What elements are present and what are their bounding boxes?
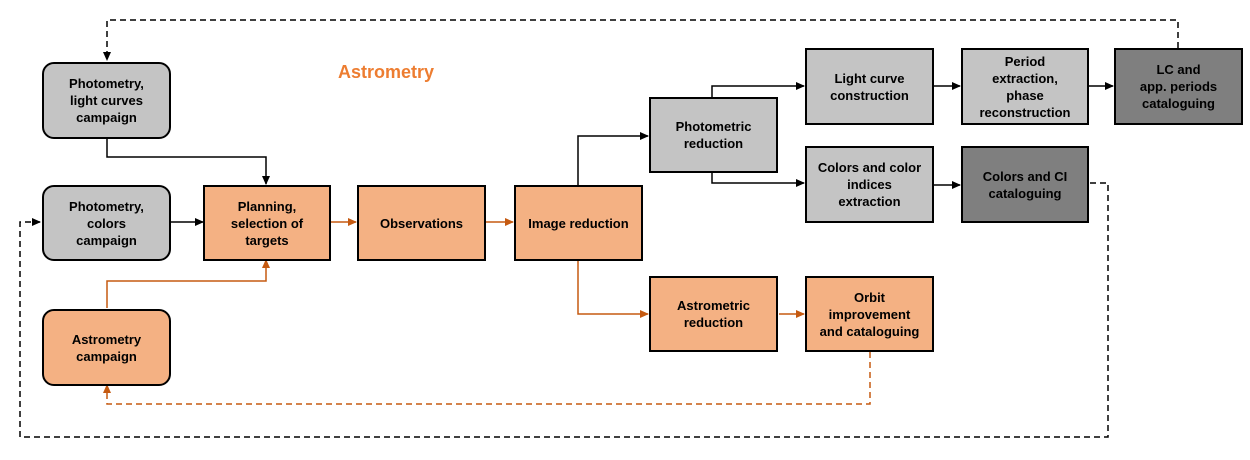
node-planning: Planning, selection of targets [203, 185, 331, 261]
node-light-curve-construction: Light curve construction [805, 48, 934, 125]
arrow-astrometry-campaign-to-planning [106, 259, 270, 308]
node-photometry-colors-campaign: Photometry, colors campaign [42, 185, 171, 261]
node-colors-ci-cataloguing: Colors and CI cataloguing [961, 146, 1089, 223]
node-photometry-lc-campaign: Photometry, light curves campaign [42, 62, 171, 139]
feedback-orbit-to-astrometry-campaign [103, 352, 871, 405]
node-period-extraction: Period extraction, phase reconstruction [961, 48, 1089, 125]
node-colors-extraction: Colors and color indices extraction [805, 146, 934, 223]
arrow-image-to-photometric [577, 132, 649, 185]
node-astrometric-reduction: Astrometric reduction [649, 276, 778, 352]
arrow-photometric-to-colors [711, 172, 805, 187]
feedback-cicatalog-to-colors-campaign [19, 182, 1109, 438]
node-astrometry-campaign: Astrometry campaign [42, 309, 171, 386]
arrow-photometric-to-lightcurve [711, 82, 805, 97]
arrow-image-to-astrometric [577, 260, 649, 318]
arrow-lc-campaign-to-planning [106, 138, 270, 185]
diagram-title: Astrometry [338, 62, 435, 82]
node-photometric-reduction: Photometric reduction [649, 97, 778, 173]
node-lc-cataloguing: LC and app. periods cataloguing [1114, 48, 1243, 125]
feedback-lccatalog-to-lc-campaign [103, 19, 1179, 61]
node-image-reduction: Image reduction [514, 185, 643, 261]
node-observations: Observations [357, 185, 486, 261]
node-orbit-improvement: Orbit improvement and cataloguing [805, 276, 934, 352]
